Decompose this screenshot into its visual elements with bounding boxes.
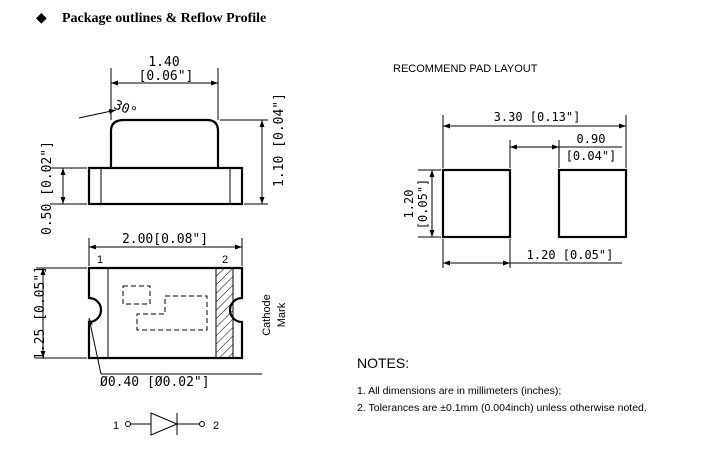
notes-title: NOTES:: [357, 355, 409, 371]
top-pin2-label: 2: [222, 254, 228, 266]
top-width-dim: 2.00[0.08"]: [122, 232, 208, 247]
side-view-base: [87, 166, 244, 206]
pad-overall-dim: 3.30 [0.13"]: [494, 110, 581, 124]
side-right-height-dim: 1.10 [0.04"]: [272, 93, 287, 187]
side-view-lens: [109, 118, 220, 168]
symbol-pin2-label: 2: [213, 420, 219, 432]
notes-item-2: 2. Tolerances are ±0.1mm (0.004inch) unl…: [357, 402, 647, 414]
symbol-pin1-label: 1: [113, 420, 119, 432]
notes: NOTES: 1. All dimensions are in millimet…: [357, 355, 647, 414]
diode-triangle-icon: [150, 412, 179, 436]
top-height-dim: 1.25 [0.05"]: [33, 266, 48, 360]
cathode-mark-band: [215, 267, 234, 359]
pad-left: [441, 168, 512, 239]
pad-layout-title: RECOMMEND PAD LAYOUT: [393, 63, 538, 75]
side-width-dim-inch: [0.06"]: [139, 69, 194, 84]
pad-width-dim: 1.20 [0.05"]: [527, 248, 614, 262]
diode-symbol: 1 2: [113, 412, 219, 436]
mark-label: Mark: [276, 302, 288, 327]
pad-gap-dim-inch: [0.04"]: [566, 149, 617, 163]
top-pin1-label: 1: [97, 254, 103, 266]
side-left-height-dim: 0.50 [0.02"]: [40, 141, 55, 235]
top-view: 2.00[0.08"] 1 2 1.25 [0.05"] Cathode Mar…: [33, 232, 288, 390]
pad-gap-dim: 0.90: [577, 132, 606, 146]
top-view-outline: [87, 266, 244, 360]
pad-height-dim-inch: [0.05"]: [416, 179, 430, 230]
pad-right: [557, 168, 628, 239]
hole-dim: Ø0.40 [Ø0.02"]: [100, 375, 210, 390]
side-view: 1.40 [0.06"] 30° 0.50 [0.02"] 1.10 [0.04…: [40, 55, 287, 235]
notes-item-1: 1. All dimensions are in millimeters (in…: [357, 385, 561, 397]
die-pad-right: [136, 295, 208, 331]
side-angle-dim: 30°: [112, 98, 139, 121]
pad-layout: RECOMMEND PAD LAYOUT 3.30 [0.13"] 0.90 […: [393, 63, 628, 268]
side-width-dim: 1.40: [148, 55, 179, 70]
cathode-label: Cathode: [261, 294, 273, 336]
header-bullet-icon: ◆: [36, 9, 47, 25]
die-pad-left: [122, 285, 151, 305]
page-title: Package outlines & Reflow Profile: [62, 11, 266, 26]
pad-height-dim: 1.20: [402, 190, 416, 219]
